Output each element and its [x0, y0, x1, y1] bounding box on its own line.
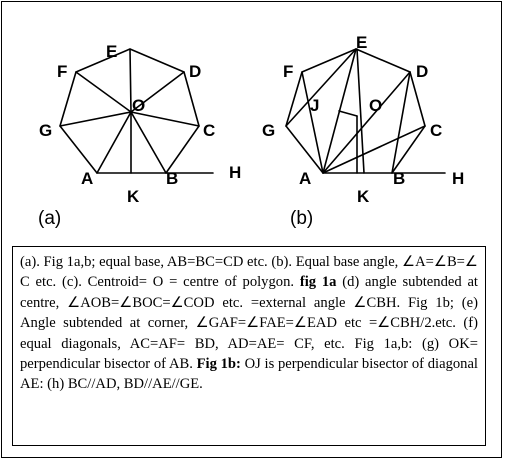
- caption-bold-1: fig 1a: [299, 274, 337, 291]
- label-b-D: D: [416, 62, 428, 81]
- diagonal-bd: [391, 71, 411, 174]
- radius-oc: [130, 111, 200, 127]
- label-b-B: B: [393, 169, 405, 188]
- label-a-A: A: [81, 169, 93, 188]
- label-b-K: K: [357, 187, 370, 206]
- heptagon-b: [285, 48, 426, 174]
- label-a-B: B: [166, 169, 178, 188]
- label-b-J: J: [310, 96, 319, 115]
- label-b-E: E: [356, 33, 367, 52]
- radius-oa: [96, 111, 132, 174]
- label-b-G: G: [262, 121, 275, 140]
- label-a-K: K: [127, 187, 140, 206]
- panel-a-sublabel: (a): [38, 208, 61, 229]
- label-b-F: F: [283, 62, 293, 81]
- label-a-G: G: [39, 121, 52, 140]
- diagonal-ad: [322, 71, 411, 174]
- panel-b: E D F J O G C A B H K (b): [262, 33, 464, 229]
- bisector-oj: [338, 110, 358, 117]
- caption-bold-2: Fig 1b:: [196, 356, 241, 373]
- radius-od: [130, 71, 185, 113]
- label-b-C: C: [430, 121, 442, 140]
- panel-b-sublabel: (b): [290, 208, 313, 229]
- label-a-O: O: [132, 96, 145, 115]
- diagonal-ac: [322, 125, 426, 174]
- radius-oe: [129, 48, 132, 113]
- label-a-H: H: [229, 163, 241, 182]
- diagonal-af: [301, 71, 324, 174]
- figure-1-diagram: E D F O G C A B H K (a) E D F J O G C A …: [38, 33, 464, 229]
- label-b-O: O: [369, 96, 382, 115]
- radius-ob: [130, 111, 167, 174]
- label-b-A: A: [299, 169, 311, 188]
- label-a-D: D: [189, 62, 201, 81]
- label-a-E: E: [106, 42, 117, 61]
- segment-ok-ext: [356, 48, 365, 174]
- panel-a: E D F O G C A B H K (a): [38, 42, 241, 229]
- radius-of: [75, 71, 132, 113]
- radius-og: [59, 111, 132, 127]
- label-b-H: H: [452, 169, 464, 188]
- caption-text-1: (a). Fig 1a,b; equal base, AB=BC=CD etc.…: [20, 254, 478, 291]
- heptagon-a: [59, 48, 200, 174]
- caption-text-2: (d) angle subtended at centre, ∠AOB=∠BOC…: [20, 274, 478, 373]
- diagonal-ge: [285, 48, 357, 127]
- figure-caption: (a). Fig 1a,b; equal base, AB=BC=CD etc.…: [12, 246, 486, 446]
- label-a-C: C: [203, 121, 215, 140]
- label-a-F: F: [57, 62, 67, 81]
- caption-text-3: OJ is perpendicular bisector of diagonal…: [20, 356, 478, 393]
